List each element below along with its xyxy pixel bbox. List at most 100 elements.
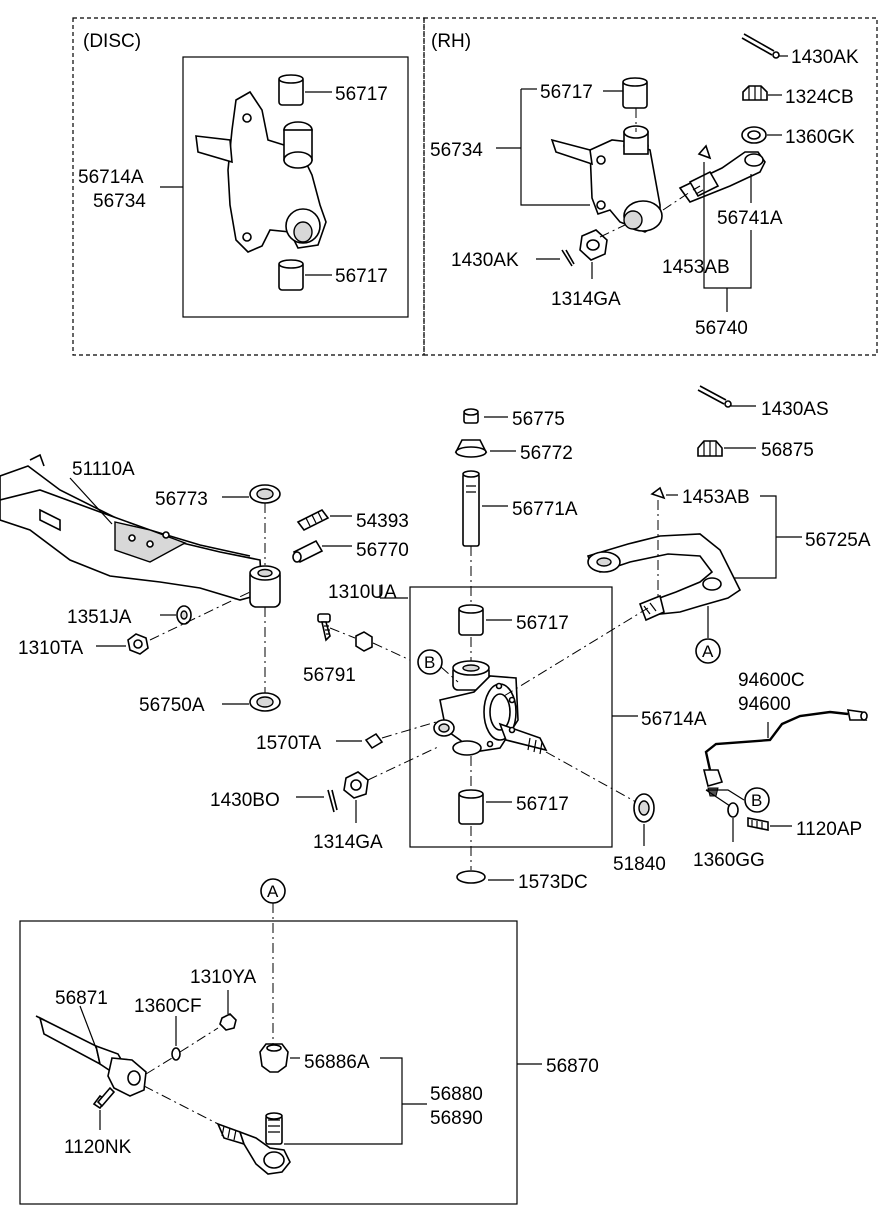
label-m-1314GA: 1314GA bbox=[313, 832, 383, 853]
label-t-56880: 56880 bbox=[430, 1084, 483, 1105]
label-t-1360CF: 1360CF bbox=[134, 996, 202, 1017]
label-m-1360GG: 1360GG bbox=[693, 850, 765, 871]
label-t-56886A: 56886A bbox=[304, 1052, 370, 1073]
label-rh-1360GK: 1360GK bbox=[785, 127, 855, 148]
label-m-94600C: 94600C bbox=[738, 670, 805, 691]
abs-sensor-94600 bbox=[702, 709, 868, 797]
label-rh-56734: 56734 bbox=[430, 140, 483, 161]
nut-1310TA bbox=[127, 633, 149, 655]
washer-1351JA bbox=[176, 605, 192, 625]
rh-section-box bbox=[423, 17, 878, 356]
cap-56772 bbox=[454, 439, 488, 458]
svg-text:A: A bbox=[702, 642, 714, 661]
label-rh-56741A: 56741A bbox=[717, 208, 783, 229]
bushing-56717-top bbox=[458, 604, 484, 636]
label-rh-56717: 56717 bbox=[540, 82, 593, 103]
castle-nut-56875 bbox=[697, 440, 723, 457]
label-t-1120NK: 1120NK bbox=[64, 1137, 132, 1158]
label-m-51840: 51840 bbox=[613, 854, 666, 875]
label-m-56773: 56773 bbox=[155, 489, 208, 510]
label-m-1573DC: 1573DC bbox=[518, 872, 588, 893]
disc-knuckle-drawing bbox=[195, 90, 327, 253]
label-m-56775: 56775 bbox=[512, 409, 565, 430]
label-rh-1430AK-top: 1430AK bbox=[791, 47, 859, 68]
pin-54393 bbox=[296, 508, 330, 532]
label-m-1310UA: 1310UA bbox=[328, 582, 397, 603]
knuckle-56714A-drawing bbox=[433, 660, 548, 756]
cotter-pin-1430AS bbox=[697, 385, 732, 408]
marker-a-steering: A bbox=[695, 638, 721, 664]
axle-beam-drawing bbox=[0, 453, 263, 601]
boot-56886A bbox=[259, 1043, 289, 1073]
disc-bushing-top bbox=[278, 74, 304, 106]
pin-56770 bbox=[292, 539, 324, 564]
rh-section-title: (RH) bbox=[431, 31, 471, 52]
bushing-56717-bottom bbox=[458, 789, 484, 825]
label-rh-1430AK-left: 1430AK bbox=[451, 250, 519, 271]
kingpin-56771A bbox=[462, 470, 480, 547]
nut-1314GA bbox=[343, 771, 369, 799]
rh-castle-nut bbox=[742, 85, 768, 101]
label-m-1453AB: 1453AB bbox=[682, 487, 750, 508]
label-t-56870: 56870 bbox=[546, 1056, 599, 1077]
nut-1310YA bbox=[219, 1013, 237, 1031]
label-rh-1314GA: 1314GA bbox=[551, 289, 621, 310]
dust-cap-56775 bbox=[463, 408, 479, 424]
label-t-1310YA: 1310YA bbox=[190, 967, 257, 988]
label-m-1120AP: 1120AP bbox=[796, 819, 862, 840]
washer-1360GG bbox=[727, 802, 739, 818]
label-m-1430BO: 1430BO bbox=[210, 790, 280, 811]
label-rh-1324CB: 1324CB bbox=[785, 87, 854, 108]
disc-bushing-bottom bbox=[278, 259, 304, 291]
svg-text:B: B bbox=[424, 653, 435, 672]
bolt-56791 bbox=[317, 613, 331, 642]
label-m-56750A: 56750A bbox=[139, 695, 205, 716]
label-disc-56714A: 56714A bbox=[78, 167, 144, 188]
label-t-56890: 56890 bbox=[430, 1108, 483, 1129]
knuckle-56714A-box bbox=[409, 586, 613, 848]
label-m-56714A: 56714A bbox=[641, 709, 707, 730]
rh-tie-rod-end bbox=[678, 151, 766, 203]
washer-1360CF bbox=[171, 1047, 181, 1061]
label-disc-56717-bottom: 56717 bbox=[335, 266, 388, 287]
label-m-1430AS: 1430AS bbox=[761, 399, 829, 420]
label-m-56771A: 56771A bbox=[512, 499, 578, 520]
bearing-56750A bbox=[249, 692, 281, 712]
label-m-94600: 94600 bbox=[738, 694, 791, 715]
rh-knuckle-drawing bbox=[550, 77, 663, 233]
bolt-1120NK bbox=[92, 1086, 116, 1110]
steering-arm-56725A bbox=[586, 533, 742, 622]
marker-a-tierod: A bbox=[260, 878, 286, 904]
label-m-56725A: 56725A bbox=[805, 530, 871, 551]
cotter-pin-1430BO bbox=[327, 789, 338, 813]
rh-hex-nut bbox=[579, 229, 608, 261]
beam-kingpin-boss bbox=[249, 565, 281, 608]
label-rh-1453AB: 1453AB bbox=[662, 257, 730, 278]
label-m-1351JA: 1351JA bbox=[67, 607, 132, 628]
label-disc-56734: 56734 bbox=[93, 191, 146, 212]
rh-cotter-pin-left bbox=[561, 249, 575, 267]
disc-section-box bbox=[72, 17, 425, 356]
rh-cotter-pin-top bbox=[741, 33, 780, 59]
label-m-56772: 56772 bbox=[520, 443, 573, 464]
tie-rod-end-56880 bbox=[216, 1112, 291, 1175]
tie-rod-56870-box bbox=[19, 920, 518, 1205]
label-disc-56717-top: 56717 bbox=[335, 84, 388, 105]
nut-1310UA bbox=[355, 631, 373, 652]
bolt-1120AP bbox=[747, 817, 769, 831]
marker-b-sensor: B bbox=[744, 787, 770, 813]
label-rh-56740: 56740 bbox=[695, 318, 748, 339]
label-m-56717-bottom: 56717 bbox=[516, 794, 569, 815]
label-m-1570TA: 1570TA bbox=[256, 733, 321, 754]
label-m-56875: 56875 bbox=[761, 440, 814, 461]
seal-51840 bbox=[633, 793, 655, 823]
label-t-56871: 56871 bbox=[55, 988, 108, 1009]
label-m-56770: 56770 bbox=[356, 540, 409, 561]
o-ring-1573DC bbox=[456, 870, 486, 884]
label-m-51110A: 51110A bbox=[72, 459, 135, 480]
label-m-1310TA: 1310TA bbox=[18, 638, 83, 659]
svg-text:B: B bbox=[751, 791, 762, 810]
tie-rod-drawing bbox=[35, 1015, 147, 1097]
label-m-56791: 56791 bbox=[303, 665, 356, 686]
